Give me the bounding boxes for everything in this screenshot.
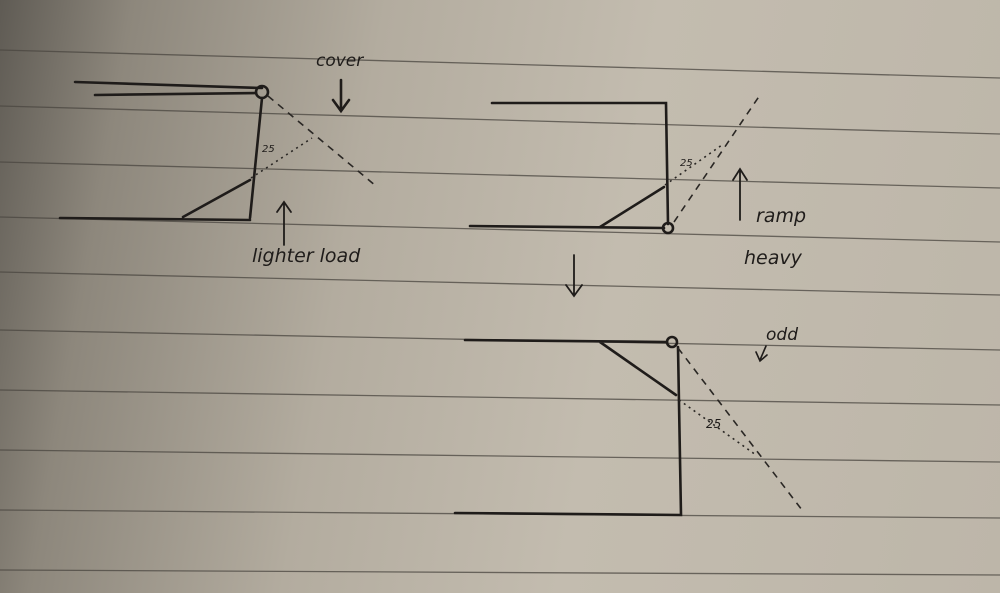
frame-and-strut [58, 96, 264, 222]
frame-and-strut [468, 101, 670, 230]
angle-line [250, 137, 313, 179]
arrow-down-icon [755, 345, 768, 363]
figure-2: 25 ramp heavy [468, 94, 806, 269]
angle-label: 25 [262, 144, 275, 155]
open-cover-line [267, 95, 377, 187]
hinge-icon [661, 221, 675, 235]
figure-3: 25 odd [453, 325, 803, 517]
arrow-down-icon [565, 254, 583, 298]
open-cover-line [677, 347, 803, 511]
arrow-up-icon [732, 167, 748, 221]
cover-label: cover [316, 51, 364, 71]
lighter-load-label: lighter load [252, 245, 361, 267]
angle-label: 25 [706, 417, 721, 431]
ramp-label: ramp [756, 205, 806, 227]
figure-1: 25 cover lighter load [58, 51, 377, 267]
arrow-up-icon [276, 200, 292, 246]
odd-label: odd [766, 325, 798, 345]
frame-and-strut [453, 338, 683, 517]
cover-panel [73, 80, 264, 97]
heavy-label: heavy [744, 247, 803, 269]
ruled-lines [0, 49, 1000, 576]
angle-line [678, 399, 757, 456]
angle-label: 25 [680, 158, 693, 169]
arrow-down-icon [331, 78, 351, 114]
hinge-icon [665, 335, 679, 349]
